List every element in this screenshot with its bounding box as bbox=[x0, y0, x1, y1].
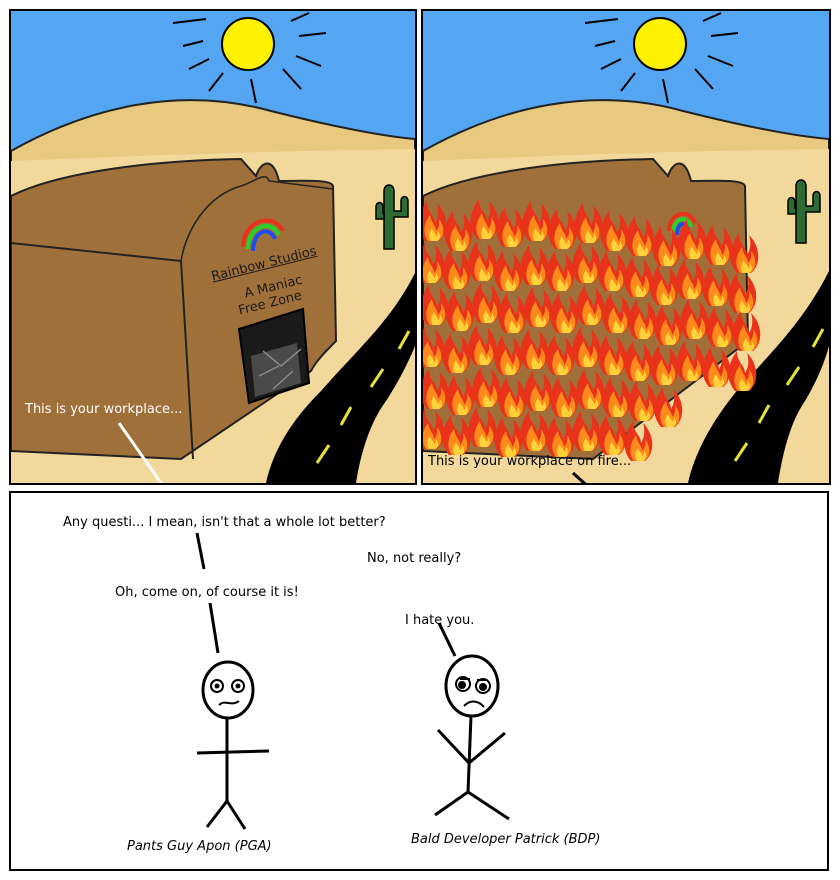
road bbox=[688, 271, 829, 483]
pga-figure bbox=[196, 660, 270, 830]
bdp-speech-1: No, not really? bbox=[367, 551, 462, 566]
desert-scene bbox=[11, 11, 415, 483]
sun-icon bbox=[584, 12, 739, 104]
pga-pointer-1 bbox=[195, 532, 206, 570]
cactus-icon bbox=[787, 179, 821, 244]
caption-pointer bbox=[117, 422, 163, 483]
comic-panel-workplace: Rainbow Studios A Maniac Free Zone This … bbox=[9, 9, 417, 485]
building bbox=[11, 157, 338, 461]
bdp-name-label: Bald Developer Patrick (BDP) bbox=[411, 832, 601, 847]
pga-speech-1: Any questi... I mean, isn't that a whole… bbox=[63, 515, 386, 530]
pga-speech-2: Oh, come on, of course it is! bbox=[115, 585, 299, 600]
cactus-icon bbox=[375, 184, 409, 250]
caption: This is your workplace... bbox=[25, 402, 183, 417]
caption-pointer bbox=[571, 471, 587, 483]
pga-pointer-2 bbox=[208, 602, 220, 654]
caption: This is your workplace on fire... bbox=[428, 454, 632, 469]
bdp-pointer bbox=[437, 622, 457, 657]
sun-icon bbox=[172, 12, 327, 104]
bdp-speech-2: I hate you. bbox=[405, 613, 475, 628]
desert-fire-scene bbox=[423, 11, 829, 483]
stick-figures bbox=[195, 532, 510, 830]
bdp-figure bbox=[434, 654, 510, 821]
rainbow-logo-icon bbox=[241, 218, 285, 252]
pga-name-label: Pants Guy Apon (PGA) bbox=[127, 839, 272, 854]
comic-panel-workplace-on-fire: This is your workplace on fire... bbox=[421, 9, 831, 485]
comic-panel-conversation: Any questi... I mean, isn't that a whole… bbox=[9, 491, 829, 871]
road bbox=[266, 273, 415, 483]
